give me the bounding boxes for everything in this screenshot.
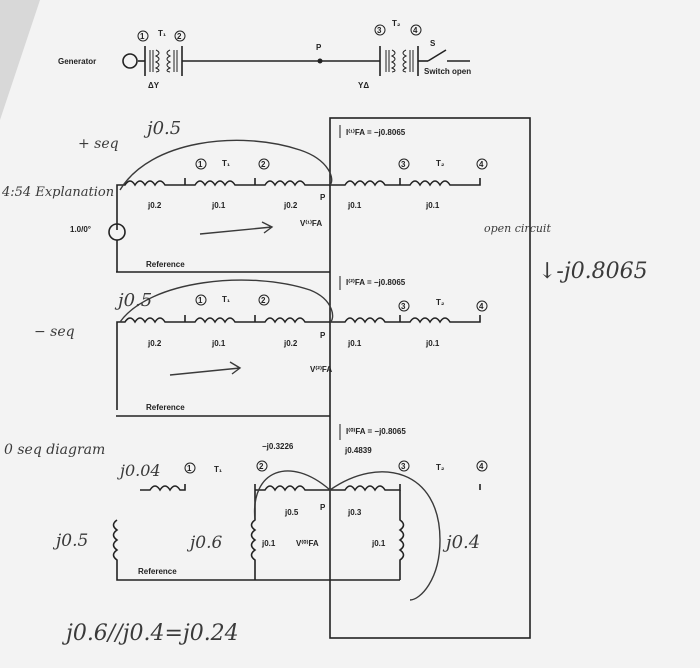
neg-reference-label: Reference <box>146 403 185 412</box>
hw-zero-j04-top: j0.04 <box>117 461 161 480</box>
zero-fault-current: I⁽⁰⁾FA = −j0.8065 <box>346 427 406 436</box>
right-open-circuit-box <box>329 117 531 639</box>
svg-text:P: P <box>320 193 326 202</box>
hw-zero-seq: 0 seq diagram <box>4 442 105 458</box>
svg-text:1: 1 <box>187 464 192 473</box>
zero-shunt-2: j0.1 <box>371 539 386 548</box>
hw-pos-j05: j0.5 <box>143 118 181 139</box>
svg-text:2: 2 <box>261 296 266 305</box>
svg-text:j0.2: j0.2 <box>147 339 162 348</box>
zero-z-right: j0.3 <box>347 508 362 517</box>
hw-zero-j06: j0.6 <box>186 533 222 553</box>
pos-fault-current: I⁽¹⁾FA = −j0.8065 <box>346 128 406 137</box>
svg-text:T₁: T₁ <box>214 465 223 474</box>
t1-symbol <box>149 49 178 73</box>
t2-label: T₂ <box>392 19 401 28</box>
pos-arrow <box>199 221 274 235</box>
hw-neg-seq: − seq <box>34 324 75 340</box>
t1-connection-label: ΔY <box>148 81 160 90</box>
pos-reference-label: Reference <box>146 260 185 269</box>
svg-text:T₂: T₂ <box>436 463 445 472</box>
zero-reference-label: Reference <box>138 567 177 576</box>
pos-z2: j0.1 <box>211 201 226 210</box>
sequence-frame <box>116 117 531 639</box>
hw-zero-j04: j0.4 <box>442 532 480 553</box>
pos-z4: j0.1 <box>347 201 362 210</box>
t2-symbol <box>385 49 414 73</box>
hw-pos-result: ↓-j0.8065 <box>538 259 648 284</box>
zero-z-left: j0.5 <box>284 508 299 517</box>
hw-neg-j05: j0.5 <box>114 290 152 311</box>
svg-text:j0.1: j0.1 <box>211 339 226 348</box>
zero-arc <box>253 470 441 601</box>
svg-text:T₁: T₁ <box>222 295 231 304</box>
paper-shadow-edge <box>0 0 40 120</box>
svg-text:3: 3 <box>401 302 406 311</box>
pos-t2-label: T₂ <box>436 159 445 168</box>
pos-t1-label: T₁ <box>222 159 231 168</box>
svg-text:T₂: T₂ <box>436 298 445 307</box>
hw-bottom-equation: j0.6//j0.4=j0.24 <box>61 621 239 646</box>
pos-arc <box>119 139 333 191</box>
pos-z3: j0.2 <box>283 201 298 210</box>
neg-arrow <box>169 361 242 376</box>
svg-text:4: 4 <box>479 160 484 169</box>
pos-voltage-label: V⁽¹⁾FA <box>300 219 322 228</box>
svg-text:1: 1 <box>198 296 203 305</box>
svg-text:3: 3 <box>401 462 406 471</box>
hw-zero-j05: j0.5 <box>52 531 88 551</box>
node-2-label: 2 <box>177 32 182 41</box>
neg-arc <box>119 279 334 323</box>
svg-text:3: 3 <box>401 160 406 169</box>
open-switch-blade <box>427 49 447 62</box>
node-4-label: 4 <box>413 26 418 35</box>
zero-sequence-network: I⁽⁰⁾FA = −j0.8065 −j0.3226 j0.4839 1 T₁ … <box>112 424 488 581</box>
generator-symbol <box>122 53 138 69</box>
neg-voltage-label: V⁽²⁾FA <box>310 365 332 374</box>
t2-connection-label: YΔ <box>358 81 369 90</box>
svg-text:4: 4 <box>479 462 484 471</box>
positive-sequence-network: I⁽¹⁾FA = −j0.8065 1 T₁ 2 3 T₂ 4 j0.2 j0.… <box>70 125 488 272</box>
switch-open-label: Switch open <box>424 67 471 76</box>
zero-left-current: −j0.3226 <box>262 442 294 451</box>
hw-side-note: 4:54 Explanation <box>1 185 114 200</box>
node-p-label: P <box>316 43 322 52</box>
pos-z1: j0.2 <box>147 201 162 210</box>
svg-text:j0.1: j0.1 <box>347 339 362 348</box>
pos-source-label: 1.0/0° <box>70 225 91 234</box>
svg-text:P: P <box>320 331 326 340</box>
negative-sequence-network: I⁽²⁾FA = −j0.8065 1 T₁ 2 3 T₂ 4 j0.2 j0.… <box>116 276 488 412</box>
one-line-diagram: Generator P S Switch open 1 T₁ 2 3 <box>58 19 471 90</box>
svg-text:j0.2: j0.2 <box>283 339 298 348</box>
hw-open-circuit: open circuit <box>484 222 551 235</box>
svg-text:4: 4 <box>479 302 484 311</box>
handwritten-annotations: + seq j0.5 4:54 Explanation open circuit… <box>1 118 648 646</box>
zero-right-current: j0.4839 <box>344 446 372 455</box>
node-1-label: 1 <box>140 32 145 41</box>
pos-z5: j0.1 <box>425 201 440 210</box>
svg-text:2: 2 <box>259 462 264 471</box>
hw-pos-seq: + seq <box>78 136 119 152</box>
svg-text:1: 1 <box>198 160 203 169</box>
neg-fault-current: I⁽²⁾FA = −j0.8065 <box>346 278 406 287</box>
svg-text:j0.1: j0.1 <box>425 339 440 348</box>
node-3-label: 3 <box>377 26 382 35</box>
generator-label: Generator <box>58 57 96 66</box>
svg-text:P: P <box>320 503 326 512</box>
zero-voltage-label: V⁽⁰⁾FA <box>296 539 319 548</box>
zero-shunt-1: j0.1 <box>261 539 276 548</box>
switch-s-label: S <box>430 39 436 48</box>
svg-text:2: 2 <box>261 160 266 169</box>
t1-label: T₁ <box>158 29 167 38</box>
